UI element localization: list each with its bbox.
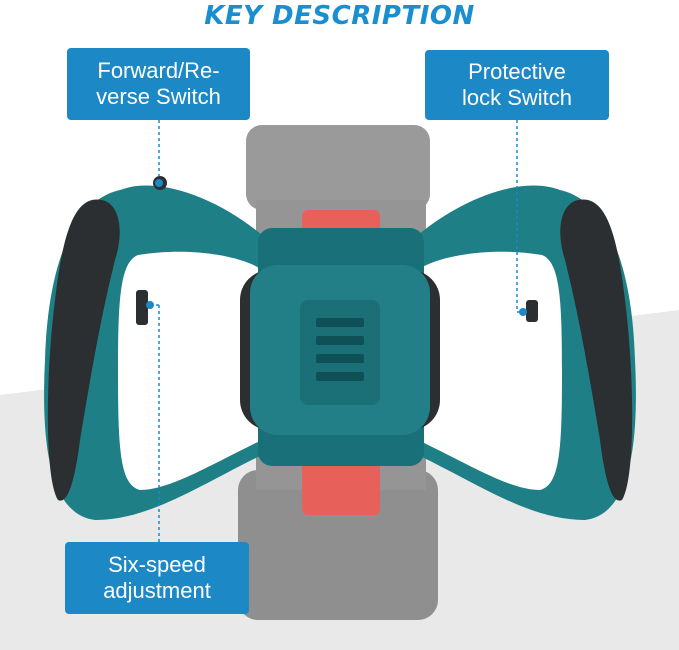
- callout-six-speed-adjustment: Six-speed adjustment: [65, 542, 249, 614]
- protective-lock-switch: [526, 300, 538, 322]
- six-speed-dial: [136, 290, 148, 325]
- right-handle: [418, 185, 636, 520]
- callout-forward-reverse-switch: Forward/Re- verse Switch: [67, 48, 250, 120]
- motor-housing: [240, 228, 440, 466]
- page-title: KEY DESCRIPTION: [204, 1, 475, 31]
- bottom-indicator: [302, 460, 380, 515]
- callout-protective-lock-switch: Protective lock Switch: [425, 50, 609, 120]
- left-handle: [44, 176, 263, 520]
